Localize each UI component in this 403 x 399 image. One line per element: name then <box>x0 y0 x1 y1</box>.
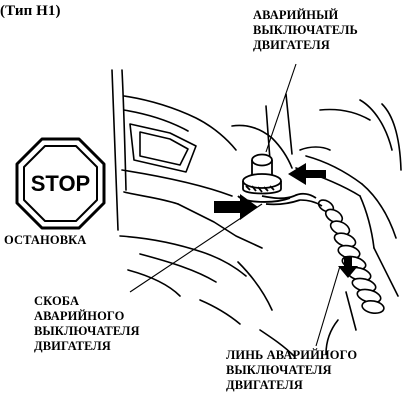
stop-sign-icon: STOP <box>17 139 104 228</box>
leader-kill-switch <box>266 64 296 152</box>
kill-switch-clip-callout-line: АВАРИЙНОГО <box>34 309 140 324</box>
kill-switch-clip-callout: СКОБА АВАРИЙНОГО ВЫКЛЮЧАТЕЛЯ ДВИГАТЕЛЯ <box>34 294 140 354</box>
kill-switch-lanyard-callout-line: ДВИГАТЕЛЯ <box>226 378 357 393</box>
arrow-right-icon <box>214 194 258 220</box>
leader-kill-switch-clip <box>130 204 262 292</box>
kill-switch-clip-callout-line: ДВИГАТЕЛЯ <box>34 339 140 354</box>
vehicle-body <box>112 70 401 356</box>
variant-label: (Тип H1) <box>0 3 61 20</box>
kill-switch-lanyard-callout-line: ВЫКЛЮЧАТЕЛЯ <box>226 363 357 378</box>
stop-caption: ОСТАНОВКА <box>4 233 86 248</box>
leader-kill-switch-lanyard <box>316 266 340 346</box>
kill-switch-clip-callout-line: СКОБА <box>34 294 140 309</box>
arrow-left-icon <box>288 163 326 185</box>
kill-switch-callout: АВАРИЙНЫЙ ВЫКЛЮЧАТЕЛЬ ДВИГАТЕЛЯ <box>253 8 358 53</box>
kill-switch-clip-callout-line: ВЫКЛЮЧАТЕЛЯ <box>34 324 140 339</box>
stop-sign-word: STOP <box>31 171 91 196</box>
kill-switch-callout-line: ВЫКЛЮЧАТЕЛЬ <box>253 23 358 38</box>
kill-switch-callout-line: АВАРИЙНЫЙ <box>253 8 358 23</box>
kill-switch-lanyard-callout-line: ЛИНЬ АВАРИЙНОГО <box>226 348 357 363</box>
kill-switch-lanyard-callout: ЛИНЬ АВАРИЙНОГО ВЫКЛЮЧАТЕЛЯ ДВИГАТЕЛЯ <box>226 348 357 393</box>
kill-switch-callout-line: ДВИГАТЕЛЯ <box>253 38 358 53</box>
